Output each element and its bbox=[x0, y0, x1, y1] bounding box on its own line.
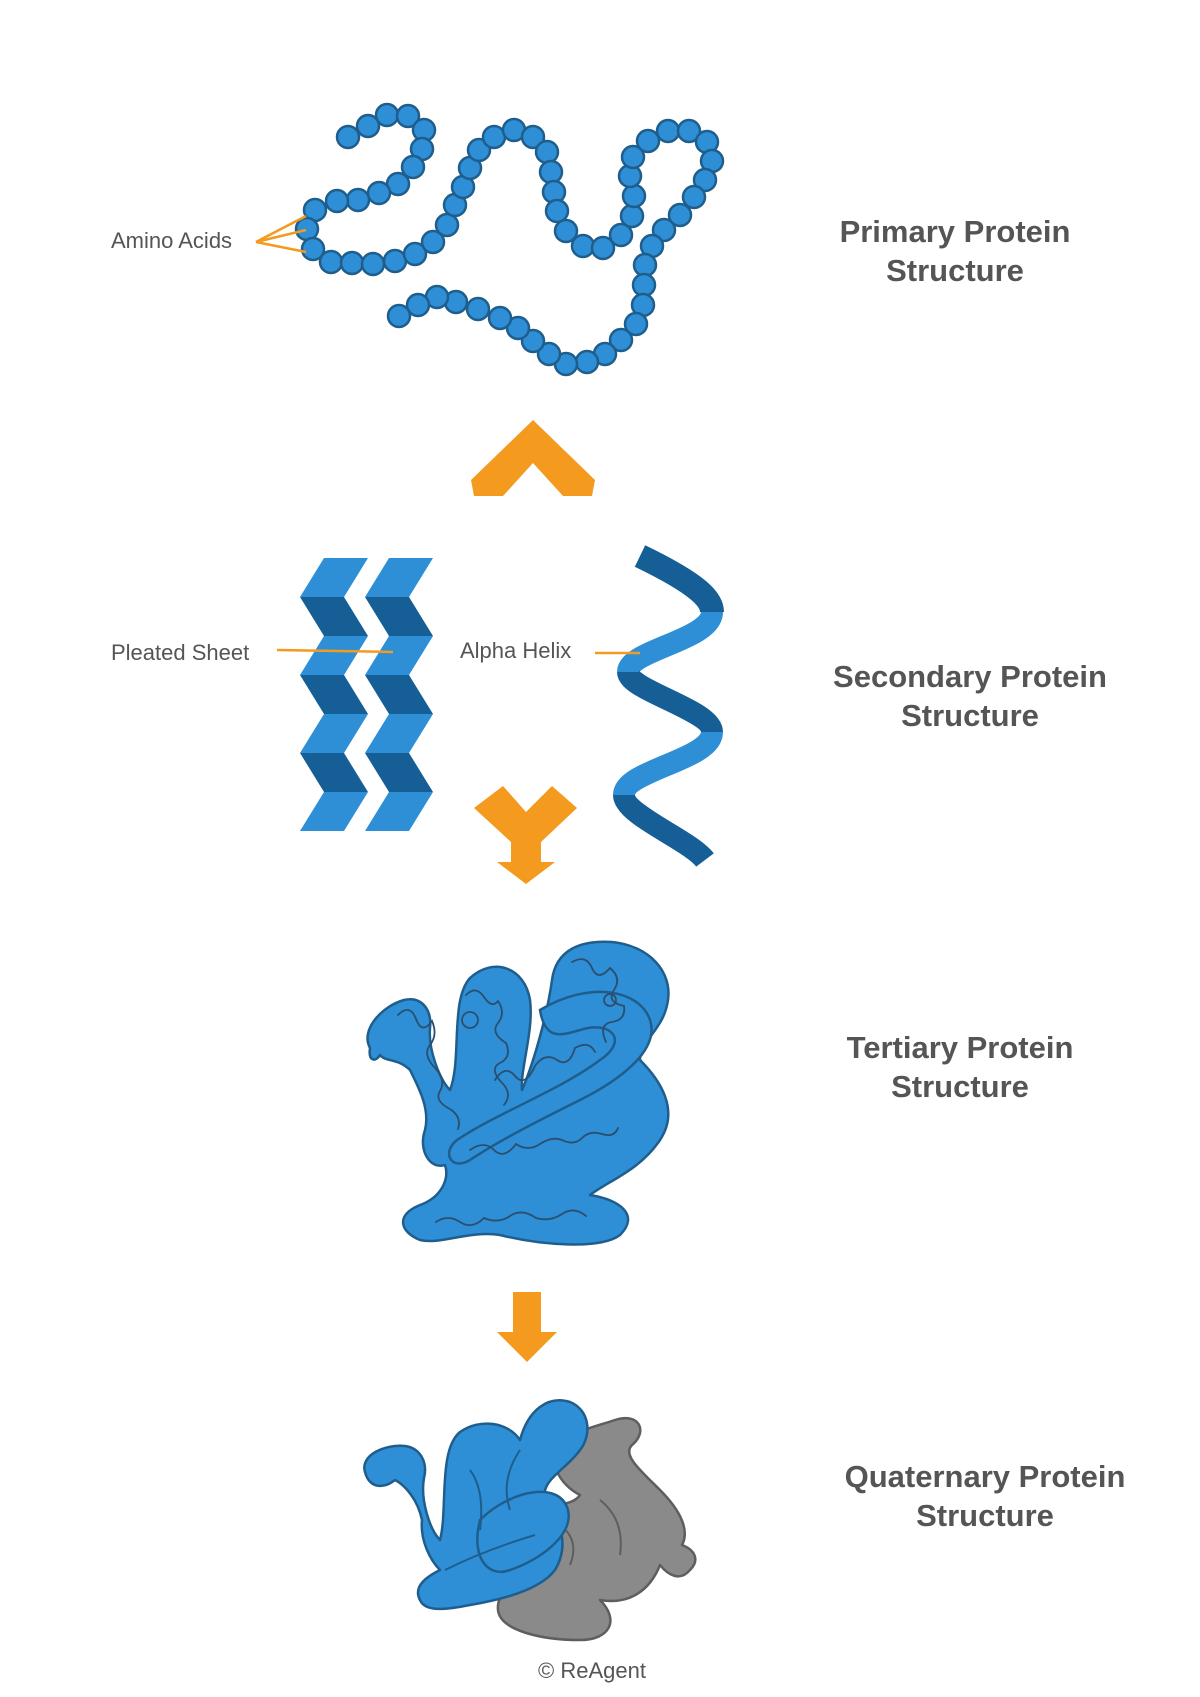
orange-down-arrow-y bbox=[474, 786, 577, 884]
amino-acid-bead bbox=[335, 124, 361, 150]
amino-acid-bead bbox=[632, 252, 658, 278]
pleated-sheet-segment bbox=[300, 792, 368, 831]
amino-acid-bead bbox=[635, 128, 661, 154]
amino-acid-bead bbox=[434, 212, 460, 238]
pleated-sheet-segment bbox=[300, 714, 368, 753]
secondary-title-line-1: Secondary Protein bbox=[833, 659, 1107, 694]
tertiary-protein-graphic bbox=[366, 940, 670, 1246]
orange-down-arrow bbox=[497, 1292, 557, 1362]
quaternary-blue-subunit bbox=[363, 1399, 589, 1611]
amino-acid-bead bbox=[520, 124, 546, 150]
amino-acid-bead bbox=[619, 203, 645, 229]
amino-acid-bead bbox=[345, 187, 371, 213]
pleated-sheet-segment bbox=[300, 597, 368, 636]
amino-acid-bead bbox=[481, 124, 507, 150]
amino-acid-bead bbox=[360, 251, 386, 277]
amino-acid-bead bbox=[487, 305, 513, 331]
amino-acid-bead bbox=[339, 250, 365, 276]
amino-acid-bead bbox=[318, 249, 344, 275]
amino-acid-bead bbox=[402, 241, 428, 267]
alpha-helix-graphic bbox=[613, 545, 724, 868]
amino-acid-bead bbox=[651, 217, 677, 243]
amino-acid-bead bbox=[590, 235, 616, 261]
amino-acid-bead bbox=[400, 154, 426, 180]
pleated-sheet-segment bbox=[365, 558, 433, 597]
amino-acid-bead bbox=[544, 198, 570, 224]
amino-acid-bead bbox=[621, 183, 647, 209]
primary-title-line-2: Structure bbox=[886, 253, 1024, 288]
amino-acid-bead bbox=[324, 188, 350, 214]
amino-acid-bead bbox=[608, 222, 634, 248]
amino-acid-bead bbox=[420, 229, 446, 255]
pleated-sheet-segment bbox=[300, 753, 368, 792]
pleated-sheet-segment bbox=[365, 714, 433, 753]
amino-acid-bead bbox=[676, 118, 702, 144]
tertiary-title-line-1: Tertiary Protein bbox=[846, 1030, 1074, 1065]
amino-acid-bead bbox=[553, 218, 579, 244]
amino-acid-bead bbox=[465, 296, 491, 322]
amino-acid-bead bbox=[366, 180, 392, 206]
amino-acid-bead bbox=[631, 272, 657, 298]
amino-acid-bead bbox=[608, 327, 634, 353]
amino-acid-bead bbox=[538, 159, 564, 185]
orange-up-arrow bbox=[471, 420, 595, 496]
pleated-sheet-segment bbox=[365, 675, 433, 714]
quaternary-structure-title: Quaternary Protein Structure bbox=[805, 1457, 1165, 1535]
pleated-sheet-segment bbox=[300, 558, 368, 597]
amino-acid-bead bbox=[386, 303, 412, 329]
amino-acids-label: Amino Acids bbox=[111, 228, 233, 253]
amino-acid-bead bbox=[681, 184, 707, 210]
quaternary-title-line-2: Structure bbox=[916, 1498, 1054, 1533]
amino-acid-bead bbox=[355, 113, 381, 139]
amino-acid-bead bbox=[300, 236, 326, 262]
pleated-sheet-segment bbox=[300, 636, 368, 675]
amino-acid-bead bbox=[294, 216, 320, 242]
amino-acid-bead bbox=[570, 233, 596, 259]
primary-structure-title: Primary Protein Structure bbox=[790, 212, 1120, 290]
amino-acid-bead bbox=[620, 144, 646, 170]
amino-acid-bead bbox=[534, 139, 560, 165]
pleated-sheet-segment bbox=[365, 597, 433, 636]
amino-acid-bead bbox=[382, 248, 408, 274]
pleated-sheet-graphic bbox=[300, 558, 433, 831]
secondary-title-line-2: Structure bbox=[901, 698, 1039, 733]
amino-acid-bead bbox=[536, 341, 562, 367]
tertiary-title-line-2: Structure bbox=[891, 1069, 1029, 1104]
amino-acid-bead bbox=[623, 311, 649, 337]
alpha-helix-label: Alpha Helix bbox=[460, 638, 572, 663]
tertiary-structure-title: Tertiary Protein Structure bbox=[800, 1028, 1120, 1106]
amino-acid-bead bbox=[655, 118, 681, 144]
amino-acid-bead bbox=[667, 202, 693, 228]
amino-acids-pointer-lines bbox=[255, 214, 307, 254]
pleated-sheet-segment bbox=[300, 675, 368, 714]
amino-acid-bead bbox=[405, 292, 431, 318]
pleated-sheet-segment bbox=[365, 753, 433, 792]
quaternary-title-line-1: Quaternary Protein bbox=[844, 1459, 1126, 1494]
secondary-structure-title: Secondary Protein Structure bbox=[800, 657, 1140, 735]
amino-acid-bead bbox=[574, 349, 600, 375]
pleated-sheet-label: Pleated Sheet bbox=[111, 640, 250, 665]
pleated-sheet-pointer-line bbox=[276, 648, 394, 654]
amino-acid-bead bbox=[395, 103, 421, 129]
pleated-sheet-segment bbox=[365, 792, 433, 831]
copyright-label: © ReAgent bbox=[538, 1658, 646, 1683]
amino-acid-bead bbox=[692, 167, 718, 193]
pleated-sheet-segment bbox=[365, 636, 433, 675]
amino-acid-chain bbox=[294, 102, 725, 377]
primary-title-line-1: Primary Protein bbox=[839, 214, 1071, 249]
amino-acid-bead bbox=[374, 102, 400, 128]
